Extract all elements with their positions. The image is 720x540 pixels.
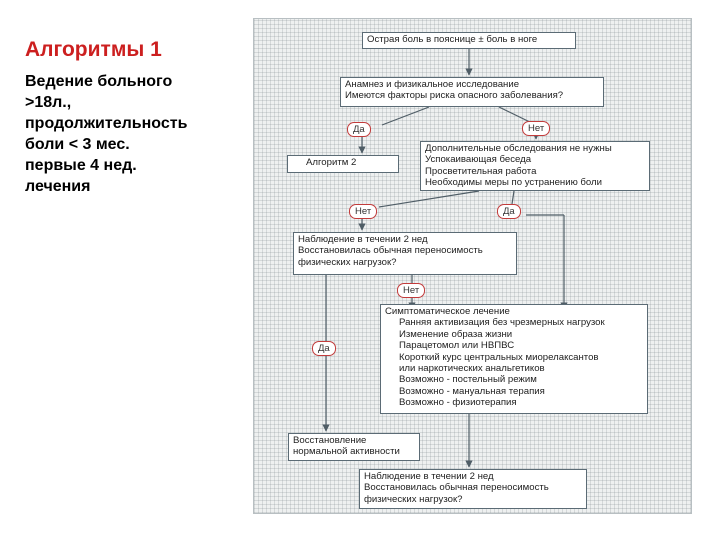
no-badge: Нет xyxy=(397,283,426,298)
yes-badge: Да xyxy=(497,204,521,219)
yes-badge: Да xyxy=(347,122,371,137)
description-line: Ведение больного xyxy=(25,73,173,90)
description-line: >18л., xyxy=(25,94,72,111)
connector xyxy=(511,190,515,205)
no-extra-exam-box: Дополнительные обследования не нужны Усп… xyxy=(420,141,650,191)
symptomatic-treatment-box: Симптоматическое лечение Ранняя активиза… xyxy=(380,304,648,414)
recovery-box: Восстановление нормальной активности xyxy=(288,433,420,461)
description-line: первые 4 нед. xyxy=(25,157,137,174)
slide-description: Ведение больного >18л., продолжительност… xyxy=(25,71,250,197)
slide-title: Алгоритмы 1 xyxy=(25,38,162,61)
algorithm-2-box: Алгоритм 2 xyxy=(287,155,399,173)
observation-box: Наблюдение в течении 2 нед Восстановилас… xyxy=(293,232,517,275)
yes-badge: Да xyxy=(312,341,336,356)
connector xyxy=(381,106,430,126)
description-line: боли < 3 мес. xyxy=(25,136,130,153)
observation-box-2: Наблюдение в течении 2 нед Восстановилас… xyxy=(359,469,587,509)
no-badge: Нет xyxy=(349,204,378,219)
no-badge: Нет xyxy=(522,121,551,136)
description-line: лечения xyxy=(25,178,91,195)
flowchart-connectors xyxy=(322,49,568,468)
description-line: продолжительность xyxy=(25,115,188,132)
connector xyxy=(378,190,480,208)
acute-pain-box: Острая боль в пояснице ± боль в ноге xyxy=(362,32,576,49)
flowchart-panel: Острая боль в пояснице ± боль в ноге Ана… xyxy=(253,18,692,514)
anamnesis-box: Анамнез и физикальное исследование Имеют… xyxy=(340,77,604,107)
